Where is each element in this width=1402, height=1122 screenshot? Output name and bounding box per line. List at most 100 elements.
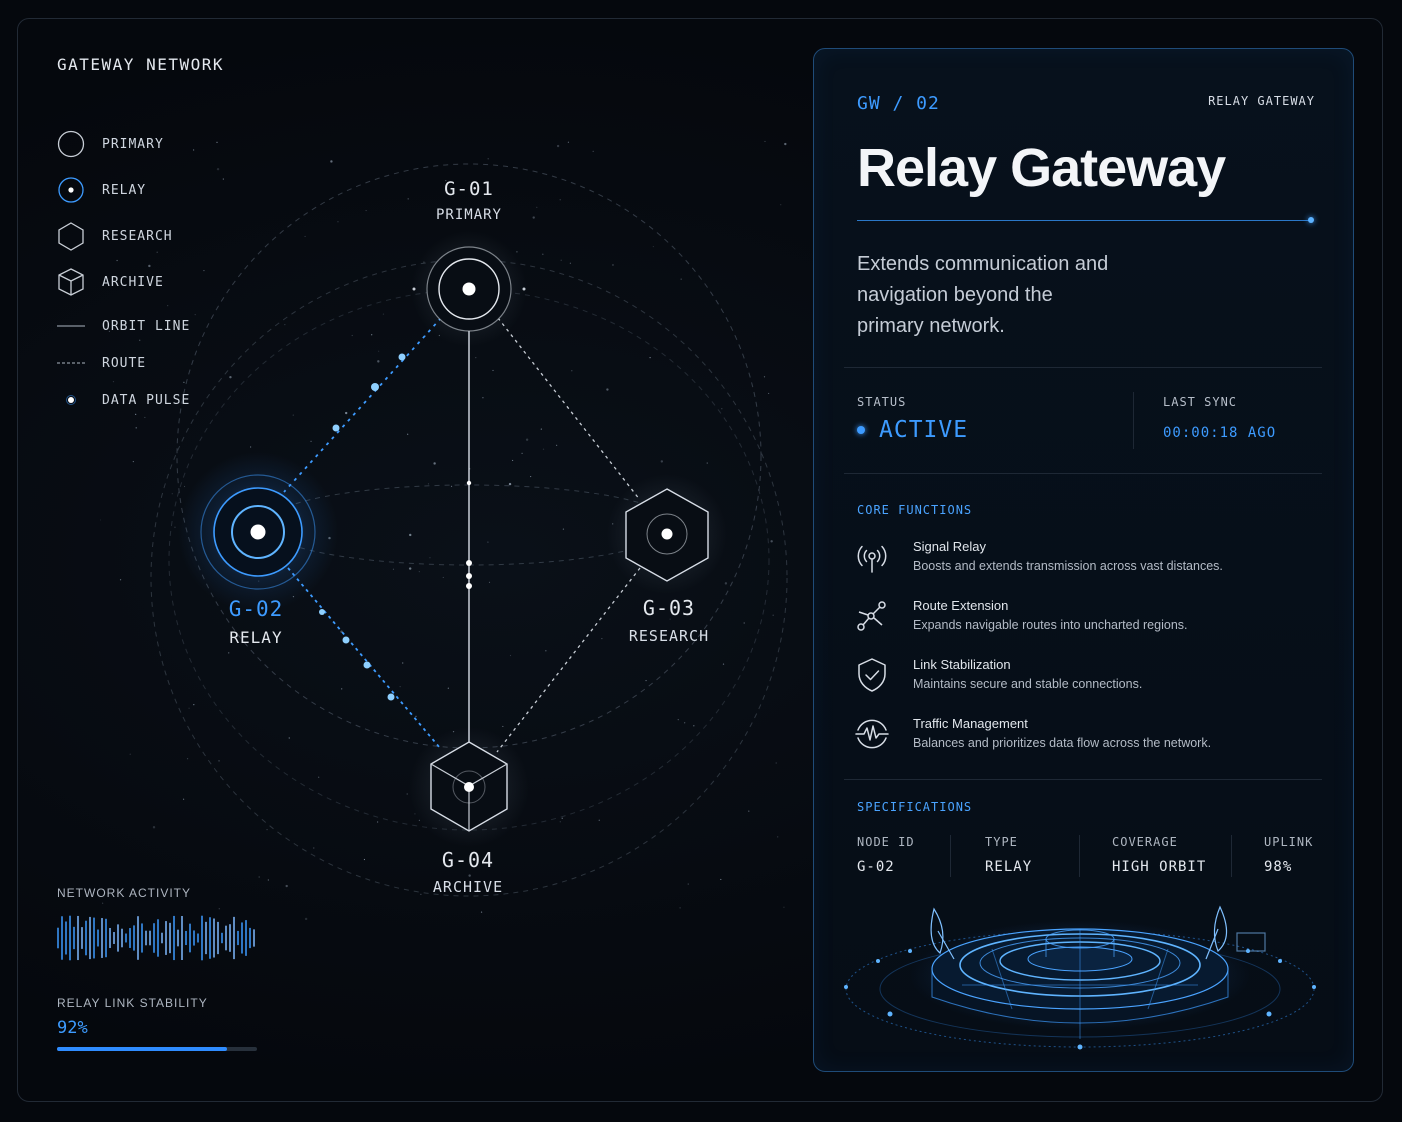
star (645, 679, 647, 682)
star (509, 654, 512, 657)
legend-item-data-pulse[interactable]: DATA PULSE (57, 386, 189, 414)
star (592, 150, 594, 152)
star (511, 459, 514, 462)
divider (844, 367, 1322, 368)
specifications-title: SPECIFICATIONS (857, 800, 973, 814)
traffic-pulse-icon (855, 719, 889, 749)
legend-label: RELAY (102, 182, 147, 198)
divider (1133, 392, 1134, 449)
route-g01-g02 (283, 317, 442, 493)
star (174, 526, 176, 528)
spec-key: COVERAGE (1112, 835, 1178, 849)
star (669, 618, 671, 620)
star (148, 264, 151, 268)
legend-item-research[interactable]: RESEARCH (57, 222, 172, 251)
node-g04[interactable]: G-04 ARCHIVE (409, 727, 529, 896)
data-pulse (387, 693, 395, 701)
star (560, 259, 562, 261)
star (112, 381, 115, 383)
stability-progress-bar (57, 1047, 257, 1051)
star (313, 847, 315, 849)
star (521, 452, 523, 454)
legend-item-archive[interactable]: ARCHIVE (57, 268, 163, 296)
route-g01-g03 (497, 317, 641, 501)
star (492, 369, 494, 372)
status-badge: ACTIVE (857, 417, 968, 443)
legend-item-primary[interactable]: PRIMARY (57, 130, 163, 158)
function-title: Route Extension (913, 598, 1009, 613)
star (267, 879, 269, 881)
dashed-line-icon (57, 349, 85, 377)
star (409, 533, 412, 537)
data-pulse (398, 353, 406, 361)
star (784, 142, 787, 146)
divider (950, 835, 951, 877)
star (772, 614, 774, 616)
star (429, 557, 431, 559)
star (677, 719, 679, 721)
star (530, 475, 532, 478)
star (487, 541, 489, 543)
star (407, 198, 409, 200)
page-title: Relay Gateway (857, 138, 1226, 198)
star (341, 688, 343, 690)
star (203, 269, 205, 272)
star (562, 528, 565, 530)
status-value: ACTIVE (879, 417, 969, 443)
star (502, 725, 504, 728)
star (652, 245, 654, 248)
legend-item-relay[interactable]: RELAY (57, 176, 145, 204)
gateway-description: Extends communication and navigation bey… (857, 253, 1109, 337)
star (218, 760, 220, 762)
star (188, 707, 190, 709)
divider (844, 473, 1322, 474)
star (344, 411, 348, 415)
star (487, 158, 489, 160)
function-signal-relay: Signal Relay Boosts and extends transmis… (854, 539, 1314, 579)
star (693, 725, 695, 727)
star (649, 357, 651, 359)
star (378, 350, 380, 352)
node-code: G-02 (229, 597, 284, 621)
data-pulse (332, 424, 340, 432)
star (722, 663, 725, 665)
legend-item-orbit-line[interactable]: ORBIT LINE (57, 312, 189, 340)
star (545, 650, 547, 652)
node-g01[interactable]: G-01 PRIMARY (411, 178, 527, 347)
function-link-stabilization: Link Stabilization Maintains secure and … (854, 657, 1314, 697)
divider (1231, 835, 1232, 877)
star (743, 622, 745, 624)
legend-item-route[interactable]: ROUTE (57, 349, 145, 377)
star (186, 758, 189, 760)
star (556, 144, 560, 148)
star (508, 482, 512, 486)
relay-pulses (319, 353, 406, 701)
star (285, 884, 288, 888)
star (183, 381, 185, 383)
spec-key: UPLINK (1264, 835, 1314, 849)
star (193, 149, 195, 151)
relay-station-hologram (844, 905, 1316, 1050)
function-description: Boosts and extends transmission across v… (913, 559, 1223, 573)
star (488, 581, 491, 583)
star (569, 262, 571, 264)
star (182, 798, 185, 800)
star (447, 687, 449, 689)
star (612, 264, 614, 266)
data-pulse (466, 480, 472, 486)
star (475, 357, 477, 359)
divider (1079, 835, 1080, 877)
stability-progress-fill (57, 1047, 227, 1051)
data-pulse (363, 661, 371, 669)
star (536, 206, 538, 208)
cube-icon (57, 268, 85, 296)
relay-link-stability-title: RELAY LINK STABILITY (57, 996, 208, 1010)
star (135, 427, 137, 429)
node-g02[interactable]: G-02 RELAY (178, 452, 338, 647)
node-g03[interactable]: G-03 RESEARCH (607, 474, 727, 645)
node-code: G-01 (444, 178, 494, 200)
star (556, 444, 558, 446)
core-functions-title: CORE FUNCTIONS (857, 503, 973, 517)
function-traffic-management: Traffic Management Balances and prioriti… (854, 716, 1314, 756)
star (139, 339, 141, 341)
